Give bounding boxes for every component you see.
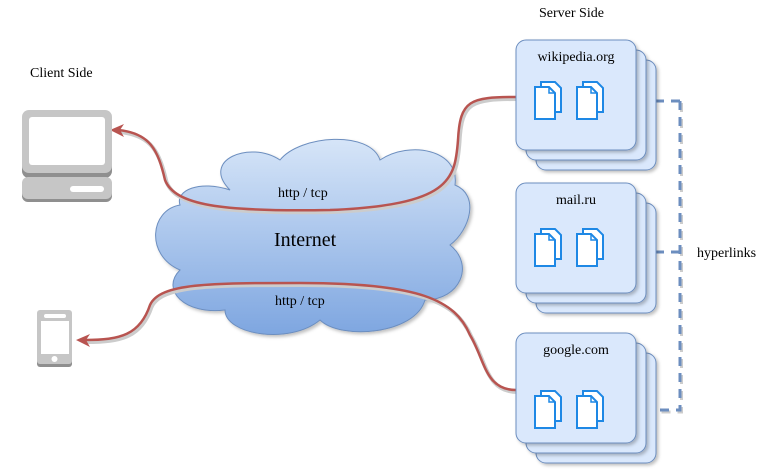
internet-label: Internet xyxy=(274,229,337,251)
document-icon xyxy=(534,81,562,120)
connection-bottom xyxy=(76,281,518,394)
server-stack-wikipedia[interactable]: wikipedia.org xyxy=(515,39,657,171)
smartphone-icon[interactable] xyxy=(37,310,72,367)
protocol-label-bottom: http / tcp xyxy=(275,294,325,309)
document-icon xyxy=(576,390,604,429)
arrowhead-computer xyxy=(110,124,124,137)
server-side-label: Server Side xyxy=(539,6,604,21)
server-name: wikipedia.org xyxy=(537,50,614,65)
document-icon xyxy=(576,228,604,267)
arrowhead-phone xyxy=(76,334,90,347)
computer-icon[interactable] xyxy=(22,110,112,202)
server-name: mail.ru xyxy=(556,193,596,208)
document-icon xyxy=(576,81,604,120)
document-icon xyxy=(534,228,562,267)
server-name: google.com xyxy=(543,343,609,358)
protocol-label-top: http / tcp xyxy=(278,186,328,201)
client-side-label: Client Side xyxy=(30,66,93,81)
document-icon xyxy=(534,390,562,429)
server-stack-mail[interactable]: mail.ru xyxy=(515,182,657,314)
connection-top xyxy=(110,95,518,215)
hyperlinks-label: hyperlinks xyxy=(697,246,756,261)
server-stack-google[interactable]: google.com xyxy=(515,332,657,464)
